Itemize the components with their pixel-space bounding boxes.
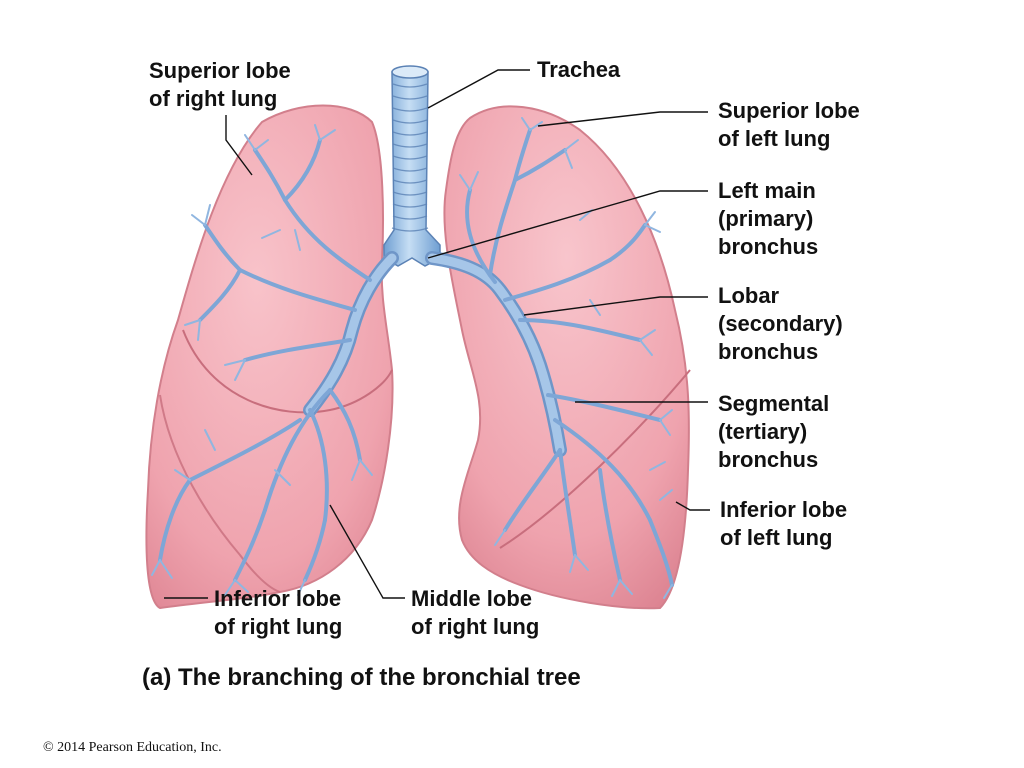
trachea-tube [383,65,441,267]
label-line: Inferior lobe [214,586,342,611]
label-line: Segmental [718,391,830,416]
leader-middle-right [329,504,405,599]
right-lung [145,104,394,610]
caption-title: The branching of the bronchial tree [178,664,581,691]
label-line: Inferior lobe [720,497,848,522]
label-line: of right lung [411,614,540,639]
label-inferior-lobe-left-lung: Inferior lobe of left lung [720,496,847,552]
label-line: of right lung [214,614,343,639]
label-line: (secondary) [718,311,843,336]
label-segmental-bronchus: Segmental (tertiary) bronchus [718,390,829,474]
label-line: of left lung [718,126,831,151]
label-line: of right lung [149,86,278,111]
leader-trachea [427,69,530,109]
leader-superior-right [225,115,253,176]
label-line: Superior lobe [718,98,860,123]
label-line: bronchus [718,339,819,364]
copyright-notice: © 2014 Pearson Education, Inc. [43,740,222,755]
label-line: Trachea [537,57,621,82]
label-line: Middle lobe [411,586,532,611]
right-bronchial-tree [151,124,399,596]
left-lung [443,105,690,610]
label-lobar-bronchus: Lobar (secondary) bronchus [718,282,843,366]
label-line: Lobar [718,283,780,308]
label-line: Superior lobe [149,58,291,83]
leader-lines [164,69,710,599]
left-oblique-fissure [499,369,691,549]
label-inferior-lobe-right-lung: Inferior lobe of right lung [214,585,342,641]
right-oblique-fissure [159,394,281,593]
label-line: bronchus [718,234,819,259]
caption-part-letter: (a) [142,664,172,691]
label-line: of left lung [720,525,833,550]
label-middle-lobe-right-lung: Middle lobe of right lung [411,585,539,641]
leader-inferior-left [675,501,710,511]
label-superior-lobe-left-lung: Superior lobe of left lung [718,97,860,153]
leader-superior-left [537,111,708,127]
leader-left-main [427,190,708,259]
leader-lobar [523,296,708,316]
label-line: (primary) [718,206,814,231]
label-superior-lobe-right-lung: Superior lobe of right lung [149,57,291,113]
label-left-main-bronchus: Left main (primary) bronchus [718,177,818,261]
label-trachea: Trachea [537,56,620,84]
figure-caption: (a) The branching of the bronchial tree [142,662,581,694]
label-line: (tertiary) [718,419,808,444]
left-bronchial-tree [425,117,674,599]
label-line: Left main [718,178,816,203]
label-line: bronchus [718,447,819,472]
